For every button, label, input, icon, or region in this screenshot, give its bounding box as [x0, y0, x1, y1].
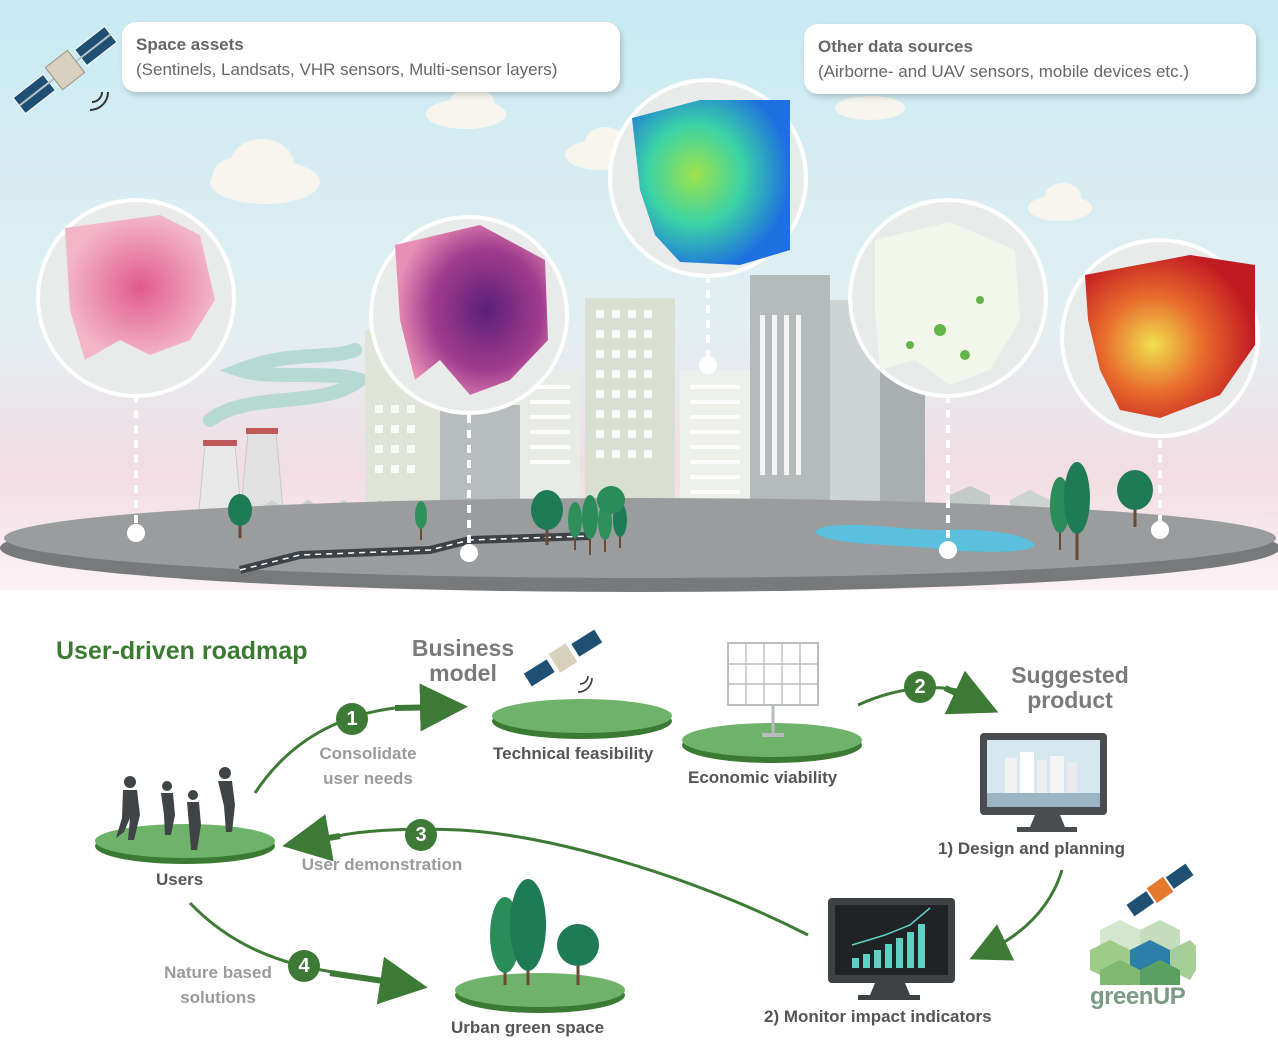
callout-space-assets-title: Space assets: [136, 35, 244, 54]
roadmap-arrows: [188, 670, 1064, 1005]
technical-feasibility-label: Technical feasibility: [493, 744, 654, 763]
arrow-1: [253, 704, 431, 794]
disc-technical: [492, 699, 672, 739]
people-icon: [116, 767, 235, 850]
satellite-icon: [12, 25, 118, 115]
cloud: [210, 139, 320, 204]
map-bubble-heat: [608, 78, 808, 278]
greenup-logo-text: greenUP: [1090, 983, 1186, 1010]
map-bubble-red: [1060, 238, 1260, 438]
map-bubble-pink: [36, 198, 236, 398]
trees: [228, 462, 1153, 560]
smoke: [203, 343, 375, 427]
callout-other-sources: Other data sources (Airborne- and UAV se…: [804, 24, 1256, 94]
roadmap-title: User-driven roadmap: [56, 637, 308, 665]
greenup-logo-icon: [1090, 863, 1196, 985]
clouds: [210, 87, 1092, 221]
suggested-product-label: Suggested product: [1011, 662, 1129, 713]
callout-space-assets: Space assets (Sentinels, Landsats, VHR s…: [122, 22, 620, 92]
callout-space-assets-text: (Sentinels, Landsats, VHR sensors, Multi…: [136, 60, 558, 79]
cloud: [835, 96, 905, 120]
callout-other-sources-title: Other data sources: [818, 37, 973, 56]
step-2-badge: 2: [904, 671, 936, 703]
step-4-badge: 4: [288, 950, 320, 982]
cloud: [426, 87, 506, 129]
monitor-impact-icon: [828, 898, 955, 1000]
disc-users: [95, 824, 275, 864]
disc-urban-green: [455, 973, 625, 1013]
cloud: [1028, 183, 1092, 221]
users-label: Users: [156, 870, 204, 889]
connector-dots: [127, 356, 1169, 562]
callout-other-sources-text: (Airborne- and UAV sensors, mobile devic…: [818, 62, 1190, 81]
disc-economic: [682, 723, 862, 763]
consolidate-label: Consolidate user needs: [319, 744, 417, 788]
solar-panel-icon: [727, 642, 819, 737]
map-connectors: [134, 275, 1162, 550]
monitor-label: 2) Monitor impact indicators: [764, 1007, 992, 1026]
user-demonstration-label: User demonstration: [301, 855, 463, 874]
urban-trees: [490, 879, 599, 985]
design-planning-label: 1) Design and planning: [938, 839, 1126, 858]
signal-icon: [89, 91, 109, 111]
map-bubble-green: [848, 198, 1048, 398]
step-1-badge: 1: [336, 703, 368, 735]
urban-green-label: Urban green space: [451, 1018, 605, 1037]
monitor-design-icon: [980, 733, 1107, 832]
arrow-3: [329, 827, 809, 937]
step-3-badge: 3: [405, 819, 437, 851]
river: [815, 524, 1035, 552]
satellite-small-icon: [522, 628, 604, 688]
map-bubble-purple: [369, 215, 569, 415]
nature-based-label: Nature based solutions: [164, 963, 272, 1007]
economic-viability-label: Economic viability: [688, 768, 838, 787]
business-model-label: Business model: [411, 635, 515, 686]
